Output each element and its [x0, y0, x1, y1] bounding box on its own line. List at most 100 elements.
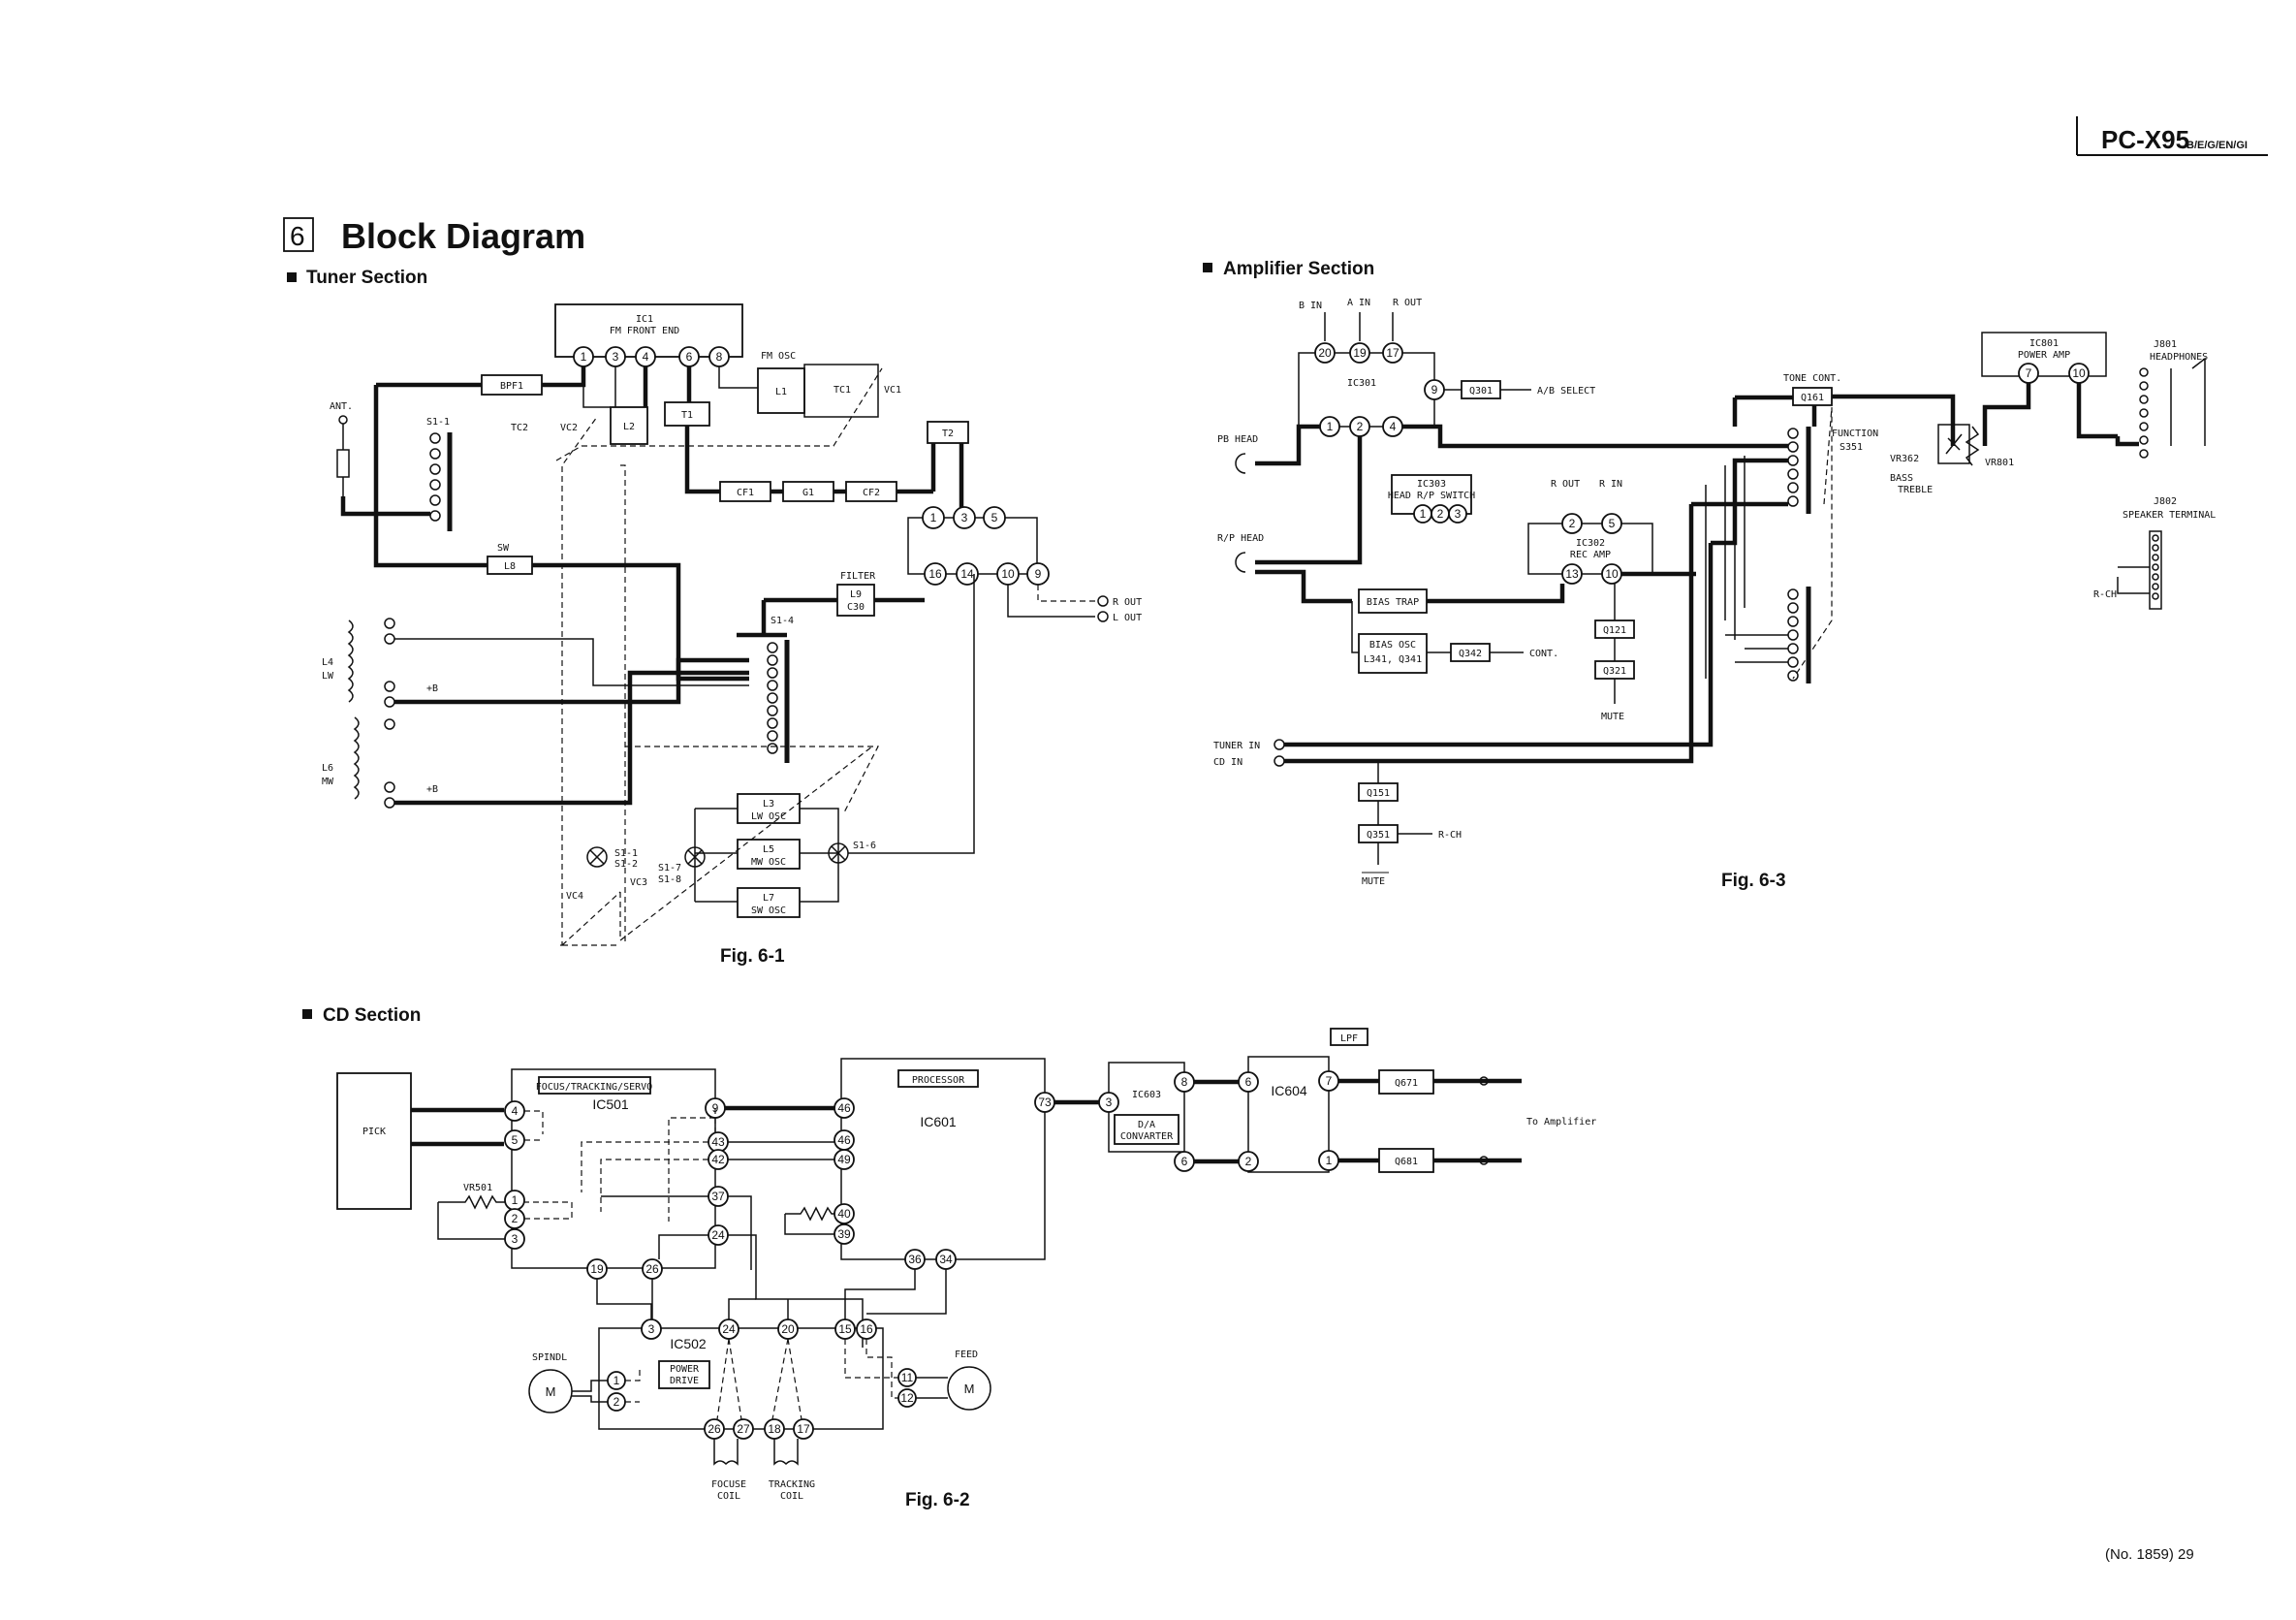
svg-text:S1-6: S1-6 — [853, 841, 876, 851]
svg-text:L8: L8 — [504, 561, 516, 572]
svg-text:S1-2: S1-2 — [614, 859, 638, 870]
svg-text:+B: +B — [426, 683, 438, 694]
heading-cd: CD Section — [323, 1005, 421, 1026]
svg-text:S351: S351 — [1840, 442, 1863, 453]
svg-text:Q121: Q121 — [1603, 625, 1626, 636]
svg-text:1: 1 — [1420, 507, 1427, 521]
svg-text:CD IN: CD IN — [1213, 757, 1242, 768]
svg-text:BASS: BASS — [1890, 473, 1913, 484]
svg-text:BPF1: BPF1 — [500, 381, 523, 392]
cd-diagram: PICK FOCUS/TRACKING/SERVO IC501 4 5 1 2 … — [336, 1028, 1596, 1502]
model-name: PC-X95 — [2101, 125, 2189, 154]
svg-text:1: 1 — [613, 1374, 620, 1387]
fm-osc-label: FM OSC — [761, 351, 796, 362]
svg-text:L9: L9 — [850, 589, 862, 600]
svg-text:MW: MW — [322, 777, 334, 787]
svg-text:R OUT: R OUT — [1113, 597, 1142, 608]
svg-text:S1-1: S1-1 — [426, 417, 450, 428]
svg-text:POWER AMP: POWER AMP — [2018, 350, 2070, 361]
svg-text:B IN: B IN — [1299, 301, 1322, 311]
svg-text:17: 17 — [797, 1422, 810, 1436]
svg-text:L1: L1 — [775, 387, 787, 397]
bullet-cd — [302, 1009, 312, 1019]
svg-text:1: 1 — [581, 350, 587, 364]
svg-text:FOCUS/TRACKING/SERVO: FOCUS/TRACKING/SERVO — [536, 1082, 652, 1093]
svg-text:L6: L6 — [322, 763, 333, 774]
svg-text:IC303: IC303 — [1417, 479, 1446, 490]
svg-text:Q681: Q681 — [1395, 1157, 1418, 1167]
svg-text:COIL: COIL — [717, 1491, 740, 1502]
svg-text:LW: LW — [322, 671, 334, 682]
svg-text:A IN: A IN — [1347, 298, 1370, 308]
svg-text:49: 49 — [837, 1153, 851, 1166]
svg-text:17: 17 — [1386, 346, 1400, 360]
svg-text:L341, Q341: L341, Q341 — [1364, 654, 1422, 665]
svg-text:BIAS TRAP: BIAS TRAP — [1367, 597, 1419, 608]
svg-text:Q161: Q161 — [1801, 393, 1824, 403]
svg-text:TRACKING: TRACKING — [769, 1479, 815, 1490]
svg-text:4: 4 — [1390, 420, 1397, 433]
svg-text:LW OSC: LW OSC — [751, 811, 786, 822]
svg-text:J801: J801 — [2154, 339, 2177, 350]
svg-text:15: 15 — [838, 1322, 852, 1336]
svg-text:C30: C30 — [847, 602, 865, 613]
svg-text:+B: +B — [426, 784, 438, 795]
svg-text:20: 20 — [1318, 346, 1332, 360]
svg-text:4: 4 — [643, 350, 649, 364]
svg-text:9: 9 — [1035, 567, 1042, 581]
svg-text:1: 1 — [930, 511, 937, 524]
svg-text:19: 19 — [1353, 346, 1367, 360]
ic1-name: IC1 — [636, 314, 653, 325]
svg-text:PROCESSOR: PROCESSOR — [912, 1075, 965, 1086]
tuner-diagram: IC1 FM FRONT END 1 3 4 6 8 FM OSC L1 TC1… — [322, 303, 1142, 946]
svg-text:2: 2 — [1569, 517, 1576, 530]
svg-text:CF1: CF1 — [737, 488, 754, 498]
svg-text:Q301: Q301 — [1469, 386, 1493, 397]
tuner-ic-top-pins: 1 3 5 — [922, 506, 1006, 529]
svg-text:To Amplifier: To Amplifier — [1526, 1117, 1596, 1128]
heading-tuner: Tuner Section — [306, 268, 427, 288]
svg-text:L2: L2 — [623, 422, 635, 432]
svg-text:PB HEAD: PB HEAD — [1217, 434, 1258, 445]
svg-text:REC AMP: REC AMP — [1570, 550, 1611, 560]
caption-fig-6-1: Fig. 6-1 — [720, 946, 785, 967]
svg-text:IC502: IC502 — [670, 1336, 707, 1351]
svg-text:Q671: Q671 — [1395, 1078, 1418, 1089]
svg-text:2: 2 — [512, 1212, 519, 1225]
svg-text:FOCUSE: FOCUSE — [711, 1479, 746, 1490]
svg-text:39: 39 — [837, 1227, 851, 1241]
svg-text:S1-8: S1-8 — [658, 874, 681, 885]
svg-text:18: 18 — [768, 1422, 781, 1436]
svg-text:TUNER IN: TUNER IN — [1213, 741, 1260, 751]
tuner-ic-bottom-pins: 16 14 10 9 — [924, 562, 1050, 586]
svg-text:POWER: POWER — [670, 1364, 700, 1375]
svg-text:Q151: Q151 — [1367, 788, 1390, 799]
svg-text:VR801: VR801 — [1985, 458, 2014, 468]
svg-text:COIL: COIL — [780, 1491, 803, 1502]
svg-text:42: 42 — [711, 1153, 725, 1166]
svg-text:12: 12 — [900, 1391, 914, 1405]
svg-text:16: 16 — [928, 567, 942, 581]
svg-text:S1-1: S1-1 — [614, 848, 638, 859]
svg-text:SW: SW — [497, 543, 510, 554]
svg-text:IC601: IC601 — [920, 1114, 957, 1129]
ic501-left-pins: 4 5 1 2 3 — [504, 1100, 525, 1250]
svg-text:13: 13 — [1565, 567, 1579, 581]
svg-text:G1: G1 — [802, 488, 814, 498]
svg-text:24: 24 — [711, 1228, 725, 1242]
page-footer: (No. 1859) 29 — [2105, 1546, 2194, 1563]
svg-text:R/P HEAD: R/P HEAD — [1217, 533, 1264, 544]
svg-text:R IN: R IN — [1599, 479, 1622, 490]
svg-text:9: 9 — [1431, 383, 1438, 397]
section-number: 6 — [290, 221, 305, 251]
svg-text:4: 4 — [512, 1104, 519, 1118]
model-suffix: B/E/G/EN/GI — [2186, 140, 2248, 151]
svg-text:IC302: IC302 — [1576, 538, 1605, 549]
svg-text:2: 2 — [1357, 420, 1364, 433]
ic601-left-pins: 46 43 42 37 24 46 49 40 39 — [708, 1097, 855, 1246]
svg-text:HEAD R/P SWITCH: HEAD R/P SWITCH — [1388, 491, 1475, 501]
heading-amplifier: Amplifier Section — [1223, 259, 1374, 279]
svg-text:2: 2 — [1437, 507, 1444, 521]
svg-text:FILTER: FILTER — [840, 571, 876, 582]
svg-text:3: 3 — [512, 1232, 519, 1246]
